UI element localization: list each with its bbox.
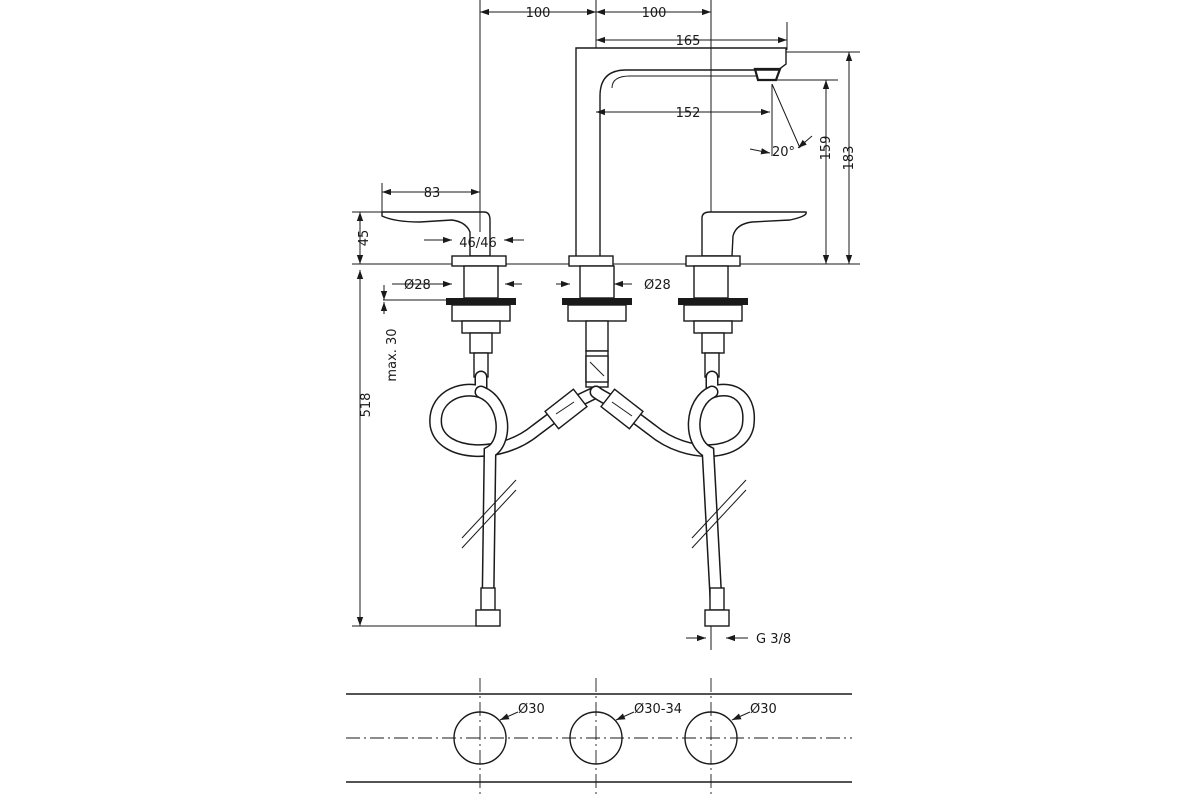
- y-connector-right: [600, 388, 644, 430]
- dim-spacing-right: 100: [642, 6, 667, 21]
- dim-spout-inner-reach: 152: [676, 106, 701, 121]
- dim-handle-base-diameter: Ø28: [404, 278, 431, 293]
- deck-hole-center: [569, 711, 623, 765]
- hoses: [429, 355, 756, 607]
- dimension-lines: [356, 8, 853, 642]
- deck-hole-right: [684, 711, 738, 765]
- hose-fitting-left: [475, 587, 501, 627]
- deck-hole-left: [453, 711, 507, 765]
- dim-spacing-left: 100: [526, 6, 551, 21]
- right-handle: [685, 211, 807, 267]
- deck-plan-view: Ø30 Ø30-34 Ø30: [346, 678, 852, 796]
- dim-max-deck-thickness: max. 30: [385, 328, 400, 381]
- dim-handle-length: 83: [424, 186, 441, 201]
- y-connector-left: [544, 388, 588, 430]
- dim-handle-rotation: 46/46: [459, 236, 496, 251]
- dimension-labels: 100 100 165 152 20° 83 46/46 Ø28 Ø28 G 3…: [357, 6, 857, 647]
- deck-hole-center-label: Ø30-34: [634, 702, 682, 717]
- spout: [568, 47, 787, 267]
- break-marks: [461, 479, 747, 549]
- dim-spout-reach: 165: [676, 34, 701, 49]
- deck-hole-left-label: Ø30: [518, 702, 545, 717]
- dim-spout-base-diameter: Ø28: [644, 278, 671, 293]
- hose-fitting-right: [704, 587, 730, 627]
- dim-handle-height: 45: [357, 230, 372, 247]
- deck-hole-right-label: Ø30: [750, 702, 777, 717]
- dim-hose-length: 518: [359, 393, 374, 418]
- dim-connection-thread: G 3/8: [756, 632, 791, 647]
- dim-spout-angle: 20°: [772, 145, 795, 160]
- valve-body-right: [678, 265, 748, 378]
- dim-spout-total-height: 183: [842, 146, 857, 171]
- dim-spout-outlet-height: 159: [819, 136, 834, 161]
- valve-body-left: [446, 265, 516, 378]
